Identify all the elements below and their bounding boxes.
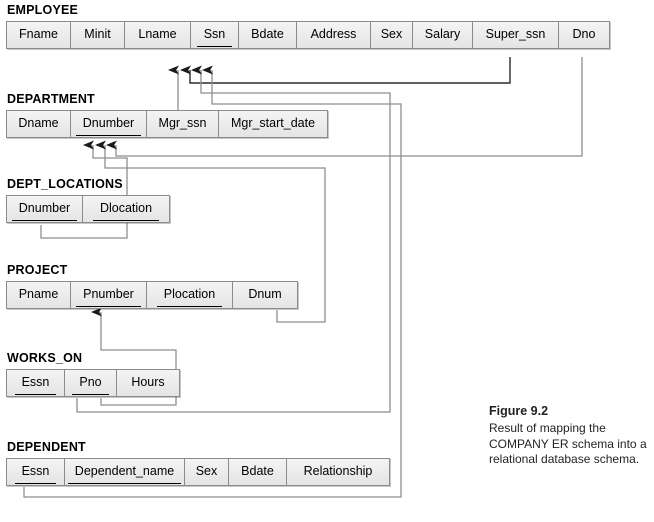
attribute-row-dept-locations: Dnumber Dlocation — [6, 195, 170, 223]
relation-name-project: PROJECT — [7, 263, 68, 277]
relation-project: PROJECT Pname Pnumber Plocation Dnum — [6, 264, 298, 309]
attribute-dependent-bdate[interactable]: Bdate — [229, 459, 287, 485]
figure-caption-text: Result of mapping the COMPANY ER schema … — [489, 421, 647, 466]
attribute-project-pname[interactable]: Pname — [7, 282, 71, 308]
attribute-department-dname[interactable]: Dname — [7, 111, 71, 137]
figure-number: Figure 9.2 — [489, 404, 549, 418]
relation-dependent: DEPENDENT Essn Dependent_name Sex Bdate … — [6, 441, 390, 486]
attribute-department-dnumber[interactable]: Dnumber — [71, 111, 147, 137]
attribute-employee-fname[interactable]: Fname — [7, 22, 71, 48]
attribute-workson-pno[interactable]: Pno — [65, 370, 117, 396]
attribute-project-plocation[interactable]: Plocation — [147, 282, 233, 308]
attribute-deptlocations-dnumber[interactable]: Dnumber — [7, 196, 83, 222]
relation-department: DEPARTMENT Dname Dnumber Mgr_ssn Mgr_sta… — [6, 93, 328, 138]
attribute-employee-dno[interactable]: Dno — [559, 22, 609, 48]
attribute-workson-essn[interactable]: Essn — [7, 370, 65, 396]
attribute-dependent-dependent-name[interactable]: Dependent_name — [65, 459, 185, 485]
relation-name-works-on: WORKS_ON — [7, 351, 83, 365]
attribute-row-dependent: Essn Dependent_name Sex Bdate Relationsh… — [6, 458, 390, 486]
attribute-employee-sex[interactable]: Sex — [371, 22, 413, 48]
attribute-project-pnumber[interactable]: Pnumber — [71, 282, 147, 308]
attribute-project-dnum[interactable]: Dnum — [233, 282, 297, 308]
relation-name-dependent: DEPENDENT — [7, 440, 86, 454]
relation-works-on: WORKS_ON Essn Pno Hours — [6, 352, 180, 397]
figure-caption: Figure 9.2 Result of mapping the COMPANY… — [489, 404, 649, 468]
attribute-employee-address[interactable]: Address — [297, 22, 371, 48]
attribute-department-mgr-ssn[interactable]: Mgr_ssn — [147, 111, 219, 137]
attribute-employee-super-ssn[interactable]: Super_ssn — [473, 22, 559, 48]
attribute-row-employee: Fname Minit Lname Ssn Bdate Address Sex … — [6, 21, 610, 49]
attribute-dependent-sex[interactable]: Sex — [185, 459, 229, 485]
attribute-dependent-relationship[interactable]: Relationship — [287, 459, 389, 485]
attribute-row-project: Pname Pnumber Plocation Dnum — [6, 281, 298, 309]
attribute-workson-hours[interactable]: Hours — [117, 370, 179, 396]
attribute-department-mgr-start-date[interactable]: Mgr_start_date — [219, 111, 327, 137]
attribute-employee-salary[interactable]: Salary — [413, 22, 473, 48]
relation-name-department: DEPARTMENT — [7, 92, 95, 106]
attribute-dependent-essn[interactable]: Essn — [7, 459, 65, 485]
attribute-employee-lname[interactable]: Lname — [125, 22, 191, 48]
relation-dept-locations: DEPT_LOCATIONS Dnumber Dlocation — [6, 178, 170, 223]
attribute-employee-ssn[interactable]: Ssn — [191, 22, 239, 48]
attribute-employee-minit[interactable]: Minit — [71, 22, 125, 48]
relation-employee: EMPLOYEE Fname Minit Lname Ssn Bdate Add… — [6, 4, 610, 49]
fk-employee-superssn-to-employee-ssn — [180, 57, 511, 84]
relation-name-dept-locations: DEPT_LOCATIONS — [7, 177, 123, 191]
relation-name-employee: EMPLOYEE — [7, 3, 79, 17]
attribute-row-works-on: Essn Pno Hours — [6, 369, 180, 397]
attribute-deptlocations-dlocation[interactable]: Dlocation — [83, 196, 169, 222]
attribute-employee-bdate[interactable]: Bdate — [239, 22, 297, 48]
attribute-row-department: Dname Dnumber Mgr_ssn Mgr_start_date — [6, 110, 328, 138]
